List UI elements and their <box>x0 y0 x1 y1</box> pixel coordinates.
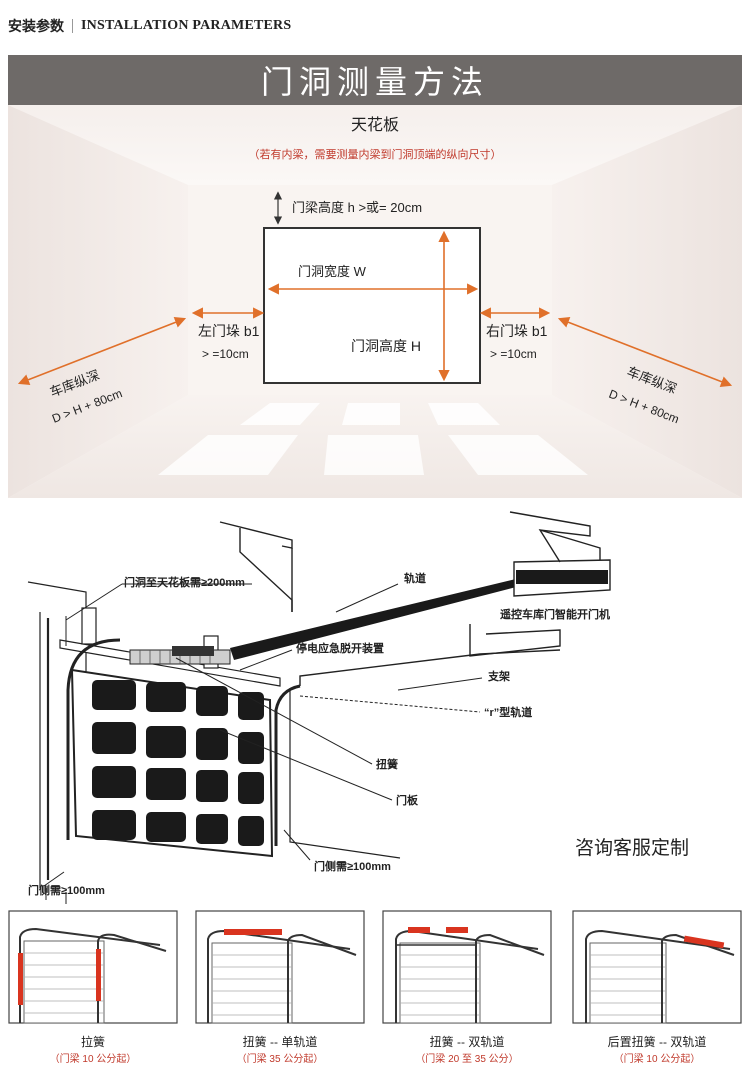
opener-rail <box>230 578 520 660</box>
header-title-en: INSTALLATION PARAMETERS <box>81 18 292 33</box>
consult-service-text: 咨询客服定制 <box>575 838 690 859</box>
variant-note: （门梁 10 公分起） <box>50 1052 137 1065</box>
left-depth-arrow <box>17 317 187 385</box>
torsion-spring-label: 扭簧 <box>376 757 398 771</box>
opener-label: 遥控车库门智能开门机 <box>500 607 610 621</box>
variant-extension-spring: 拉簧 （门梁 10 公分起） <box>8 910 178 1065</box>
measure-method-banner: 门洞测量方法 <box>8 55 742 105</box>
right-jamb-value: > =10cm <box>490 347 537 361</box>
door-panel-label: 门板 <box>396 793 419 807</box>
variant-note: （门梁 35 公分起） <box>237 1052 324 1065</box>
variant-name: 拉簧 <box>81 1034 105 1049</box>
right-jamb-label: 右门垛 b1 <box>486 323 548 339</box>
door-opening <box>263 227 481 384</box>
variant-name: 扭簧 -- 双轨道 <box>430 1034 505 1049</box>
variant-note: （门梁 20 至 35 公分） <box>415 1052 518 1065</box>
garage-door-diagram: 门洞至天花板需≥200mm 轨道 遥控车库门智能开门机 停电应急脱开装置 支架 … <box>27 511 611 904</box>
room-measure-diagram: 天花板 （若有内梁，需要测量内梁到门洞顶端的纵向尺寸） 门梁高度 h >或= 2… <box>8 105 742 498</box>
beam-height-label: 门梁高度 h >或= 20cm <box>292 200 422 215</box>
side-clearance-left-label: 门侧需≥100mm <box>28 883 105 897</box>
emergency-release-label: 停电应急脱开装置 <box>296 641 384 655</box>
spring-variants: 拉簧 （门梁 10 公分起） 扭簧 -- 单轨道 （门梁 35 公分起） 扭簧 … <box>8 910 742 1065</box>
ceiling-label: 天花板 <box>351 116 399 134</box>
ceiling-plane <box>8 105 742 185</box>
left-wall <box>8 105 188 498</box>
door-width-label: 门洞宽度 W <box>298 264 367 279</box>
left-jamb-value: > =10cm <box>202 347 249 361</box>
left-jamb-label: 左门垛 b1 <box>198 323 260 339</box>
right-depth-arrow <box>557 317 733 387</box>
variant-note: （门梁 10 公分起） <box>614 1052 701 1065</box>
side-clearance-right-label: 门侧需≥100mm <box>314 859 391 873</box>
variant-torsion-double: 扭簧 -- 双轨道 （门梁 20 至 35 公分） <box>382 910 552 1065</box>
right-wall <box>552 105 742 498</box>
header-title-cn: 安装参数 <box>8 18 64 34</box>
r-track-label: “r”型轨道 <box>484 705 532 719</box>
variant-rear-torsion-double: 后置扭簧 -- 双轨道 （门梁 10 公分起） <box>572 910 742 1065</box>
section-header: 安装参数 INSTALLATION PARAMETERS <box>8 14 291 38</box>
door-height-label: 门洞高度 H <box>351 338 421 354</box>
track-label: 轨道 <box>404 571 426 585</box>
variant-torsion-single: 扭簧 -- 单轨道 （门梁 35 公分起） <box>195 910 365 1065</box>
header-divider <box>72 19 73 33</box>
variant-name: 扭簧 -- 单轨道 <box>243 1034 318 1049</box>
door-windows <box>92 680 264 846</box>
banner-title: 门洞测量方法 <box>260 64 489 100</box>
ceiling-gap-label: 门洞至天花板需≥200mm <box>124 575 245 589</box>
variant-name: 后置扭簧 -- 双轨道 <box>608 1034 707 1049</box>
ceiling-note: （若有内梁，需要测量内梁到门洞顶端的纵向尺寸） <box>249 147 502 161</box>
bracket-label: 支架 <box>487 669 510 683</box>
